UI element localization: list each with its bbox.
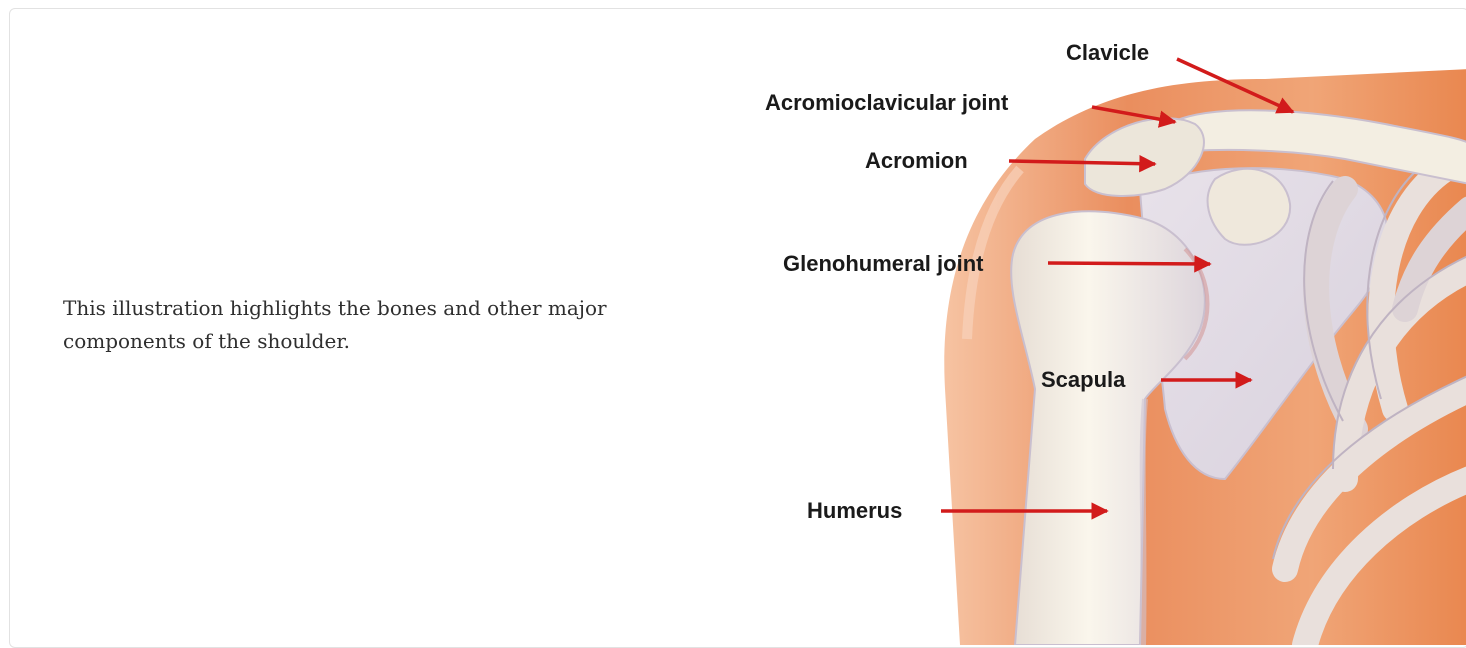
- clavicle-label: Clavicle: [1066, 40, 1149, 65]
- glenohumeral-joint-label: Glenohumeral joint: [783, 251, 984, 276]
- shoulder-diagram: Clavicle Acromioclavicular joint Acromio…: [745, 9, 1466, 645]
- shoulder-illustration: Clavicle Acromioclavicular joint Acromio…: [745, 9, 1466, 645]
- humerus-label: Humerus: [807, 498, 902, 523]
- glenohumeral-joint-arrow: [1048, 263, 1210, 264]
- content-card: This illustration highlights the bones a…: [9, 8, 1466, 648]
- scapula-label: Scapula: [1041, 367, 1126, 392]
- acromion-label: Acromion: [865, 148, 968, 173]
- acromioclavicular-joint-label: Acromioclavicular joint: [765, 90, 1009, 115]
- figure-caption: This illustration highlights the bones a…: [63, 292, 703, 358]
